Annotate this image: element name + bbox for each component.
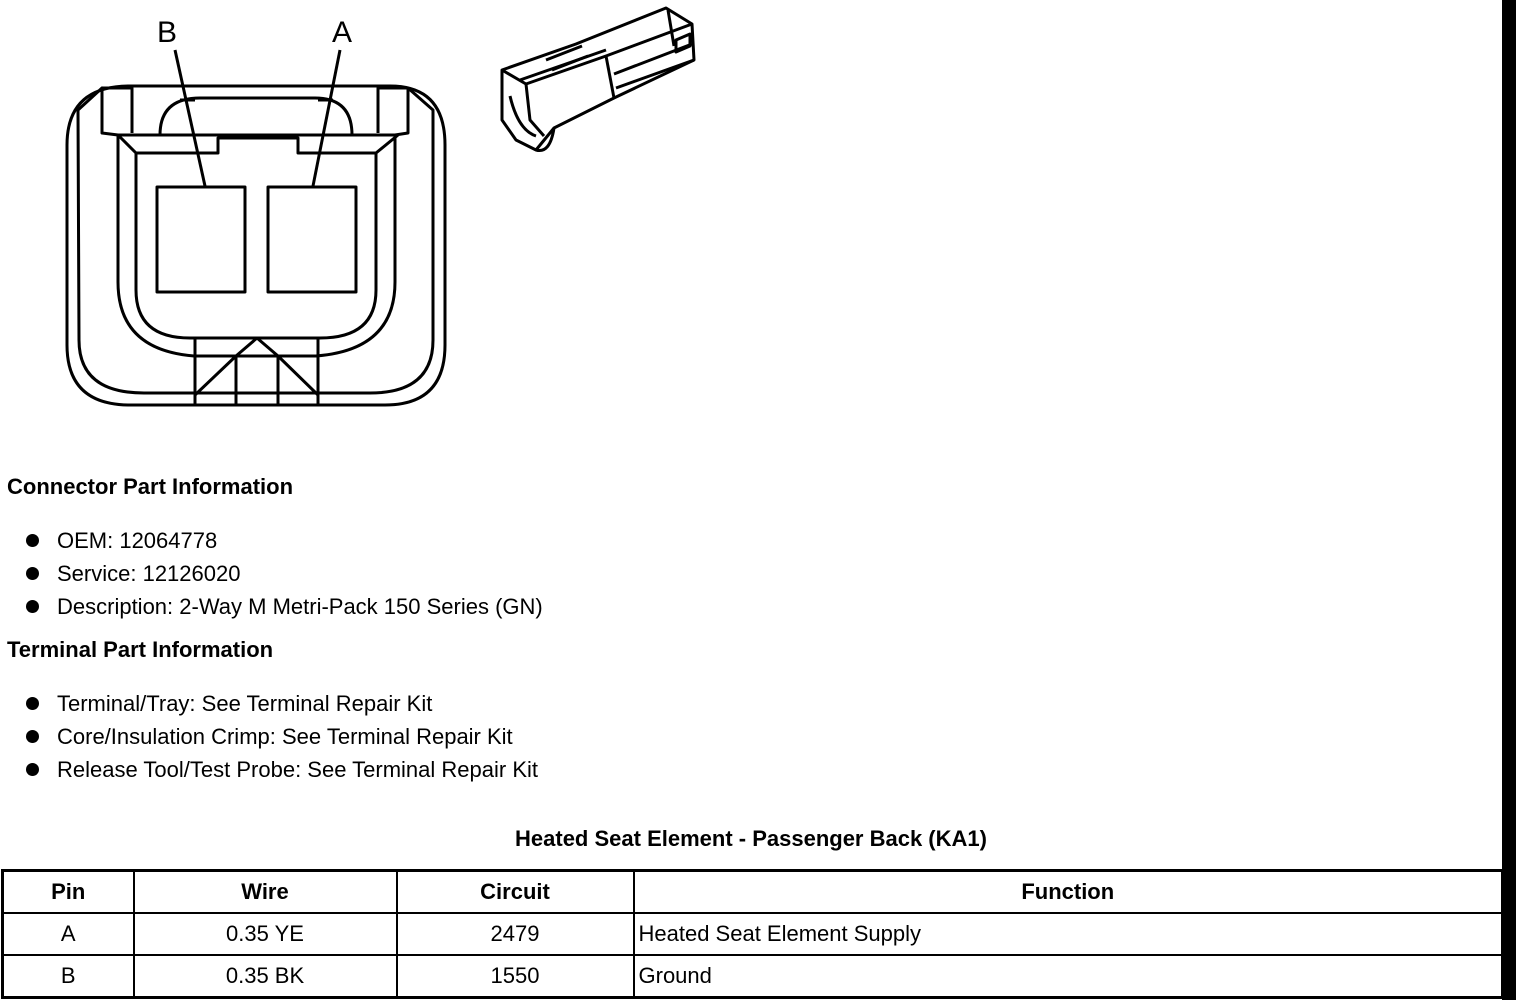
pin-cell: B [1, 954, 135, 999]
circuit-cell: 1550 [395, 954, 635, 999]
list-item-text: OEM: 12064778 [57, 528, 218, 553]
function-cell: Ground [632, 954, 1504, 999]
table-title: Heated Seat Element - Passenger Back (KA… [515, 826, 987, 851]
pin-assignment-table: Pin Wire Circuit Function A 0.35 YE 2479… [1, 869, 1504, 999]
terminal-part-info-list: Terminal/Tray: See Terminal Repair Kit C… [25, 691, 538, 790]
connector-face-diagram [65, 49, 447, 407]
pin-label-a: A [332, 16, 353, 49]
pin-label-b: B [157, 16, 178, 49]
list-item-text: Service: 12126020 [57, 561, 241, 586]
connector-isometric-illustration [500, 6, 696, 153]
bullet-icon [26, 567, 39, 580]
list-item: Core/Insulation Crimp: See Terminal Repa… [25, 724, 538, 757]
connector-part-info-list: OEM: 12064778 Service: 12126020 Descript… [25, 528, 543, 627]
list-item: Service: 12126020 [25, 561, 543, 594]
circuit-cell: 2479 [395, 912, 635, 956]
list-item-text: Terminal/Tray: See Terminal Repair Kit [57, 691, 433, 716]
function-cell: Heated Seat Element Supply [632, 912, 1504, 956]
table-row: A 0.35 YE 2479 Heated Seat Element Suppl… [1, 912, 1504, 956]
table-header-row: Pin Wire Circuit Function [1, 869, 1504, 914]
bullet-icon [26, 730, 39, 743]
terminal-part-info-heading: Terminal Part Information [7, 637, 274, 662]
page-edge-rule [1502, 0, 1516, 1000]
list-item-text: Core/Insulation Crimp: See Terminal Repa… [57, 724, 513, 749]
wire-cell: 0.35 YE [132, 912, 398, 956]
bullet-icon [26, 763, 39, 776]
list-item: OEM: 12064778 [25, 528, 543, 561]
column-header-pin: Pin [1, 869, 135, 914]
column-header-function: Function [632, 869, 1504, 914]
pin-cell: A [1, 912, 135, 956]
table-row: B 0.35 BK 1550 Ground [1, 954, 1504, 999]
bullet-icon [26, 534, 39, 547]
column-header-wire: Wire [132, 869, 398, 914]
list-item: Release Tool/Test Probe: See Terminal Re… [25, 757, 538, 790]
list-item: Terminal/Tray: See Terminal Repair Kit [25, 691, 538, 724]
list-item: Description: 2-Way M Metri-Pack 150 Seri… [25, 594, 543, 627]
column-header-circuit: Circuit [395, 869, 635, 914]
list-item-text: Description: 2-Way M Metri-Pack 150 Seri… [57, 594, 543, 619]
bullet-icon [26, 697, 39, 710]
bullet-icon [26, 600, 39, 613]
connector-part-info-heading: Connector Part Information [7, 474, 294, 499]
list-item-text: Release Tool/Test Probe: See Terminal Re… [57, 757, 538, 782]
wire-cell: 0.35 BK [132, 954, 398, 999]
